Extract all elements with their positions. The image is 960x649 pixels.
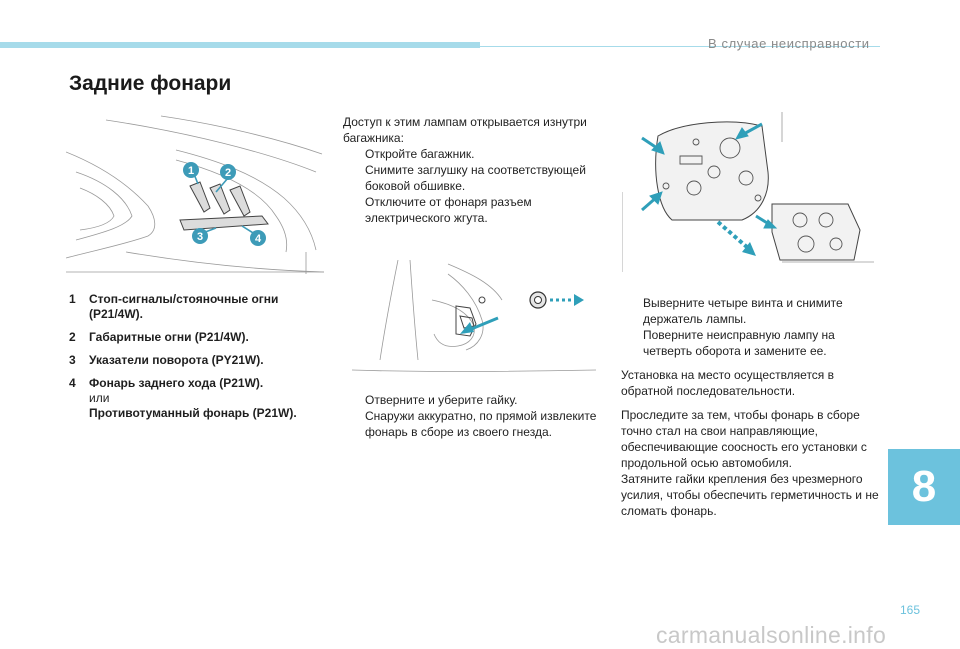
list-item: Отверните и уберите гайку. bbox=[343, 392, 599, 408]
callout-3: 3 bbox=[192, 228, 208, 244]
step-list: Откройте багажник. Снимите заглушку на с… bbox=[343, 146, 599, 226]
list-item: Отключите от фонаря разъем электрическог… bbox=[343, 194, 599, 226]
watermark: carmanualsonline.info bbox=[656, 622, 887, 648]
callout-1: 1 bbox=[183, 162, 199, 178]
legend-item: 3 Указатели поворота (PY21W). bbox=[69, 353, 319, 368]
dotted-arrow-icon bbox=[550, 294, 584, 306]
legend-number: 1 bbox=[69, 292, 76, 306]
reinstall-text: Установка на место осуществляется в обра… bbox=[621, 368, 835, 398]
list-item: Откройте багажник. bbox=[343, 146, 599, 162]
page-number: 165 bbox=[900, 603, 921, 617]
legend-item: 4 Фонарь заднего хода (P21W). или Против… bbox=[69, 376, 319, 421]
list-item: Снаружи аккуратно, по прямой извлеките ф… bbox=[343, 408, 599, 440]
step-text: Выверните четыре винта и снимите держате… bbox=[643, 296, 843, 326]
legend-item: 2 Габаритные огни (P21/4W). bbox=[69, 330, 319, 345]
step-text: Снимите заглушку на соответствующей боко… bbox=[365, 163, 586, 193]
nut-icon bbox=[529, 291, 547, 309]
chapter-title: В случае неисправности bbox=[708, 36, 870, 51]
arrow-icon bbox=[460, 316, 499, 334]
header-accent-bar bbox=[0, 42, 480, 48]
arrow-icon bbox=[641, 122, 778, 229]
list-item: Поверните неисправную лампу на четверть … bbox=[621, 327, 883, 359]
svg-text:4: 4 bbox=[255, 233, 262, 245]
svg-text:1: 1 bbox=[188, 165, 194, 177]
legend-or: или bbox=[89, 391, 110, 405]
removal-instructions: Отверните и уберите гайку. Снаружи аккур… bbox=[343, 392, 599, 440]
legend-label: Габаритные огни (P21/4W). bbox=[89, 330, 249, 344]
legend-label: Стоп-сигналы/стояночные огни (P21/4W). bbox=[89, 292, 279, 321]
legend-label: Указатели поворота (PY21W). bbox=[89, 353, 264, 367]
step-text: Откройте багажник. bbox=[365, 147, 475, 161]
legend-item: 1 Стоп-сигналы/стояночные огни (P21/4W). bbox=[69, 292, 319, 322]
alignment-text: Проследите за тем, чтобы фонарь в сборе … bbox=[621, 408, 867, 470]
svg-text:3: 3 bbox=[197, 231, 203, 243]
svg-text:2: 2 bbox=[225, 167, 231, 179]
callout-2: 2 bbox=[220, 164, 236, 180]
legend-number: 4 bbox=[69, 376, 76, 390]
access-instructions: Доступ к этим лампам открывается изнутри… bbox=[343, 114, 599, 226]
step-text: Отверните и уберите гайку. bbox=[365, 393, 518, 407]
page-title: Задние фонари bbox=[69, 72, 232, 95]
rear-lights-illustration: 1 2 3 4 bbox=[66, 115, 324, 274]
legend-number: 2 bbox=[69, 330, 76, 344]
step-list: Выверните четыре винта и снимите держате… bbox=[621, 295, 883, 359]
legend-label-alt: Противотуманный фонарь (P21W). bbox=[89, 406, 297, 420]
chapter-number-tab: 8 bbox=[888, 449, 960, 525]
nut-removal-illustration bbox=[352, 260, 596, 372]
list-item: Выверните четыре винта и снимите держате… bbox=[621, 295, 883, 327]
intro-text: Доступ к этим лампам открывается изнутри… bbox=[343, 115, 587, 145]
bulb-legend: 1 Стоп-сигналы/стояночные огни (P21/4W).… bbox=[69, 292, 319, 429]
replacement-instructions: Выверните четыре винта и снимите держате… bbox=[621, 295, 883, 519]
legend-label: Фонарь заднего хода (P21W). bbox=[89, 376, 264, 390]
step-text: Снаружи аккуратно, по прямой извлеките ф… bbox=[365, 409, 597, 439]
dotted-arrow-icon bbox=[716, 220, 756, 256]
header-rule bbox=[480, 46, 880, 47]
step-text: Отключите от фонаря разъем электрическог… bbox=[365, 195, 532, 225]
legend-number: 3 bbox=[69, 353, 76, 367]
step-text: Поверните неисправную лампу на четверть … bbox=[643, 328, 835, 358]
bulb-holder-illustration bbox=[622, 112, 874, 272]
list-item: Снимите заглушку на соответствующей боко… bbox=[343, 162, 599, 194]
tightening-text: Затяните гайки крепления без чрезмерного… bbox=[621, 472, 879, 518]
step-list: Отверните и уберите гайку. Снаружи аккур… bbox=[343, 392, 599, 440]
callout-4: 4 bbox=[250, 230, 266, 246]
